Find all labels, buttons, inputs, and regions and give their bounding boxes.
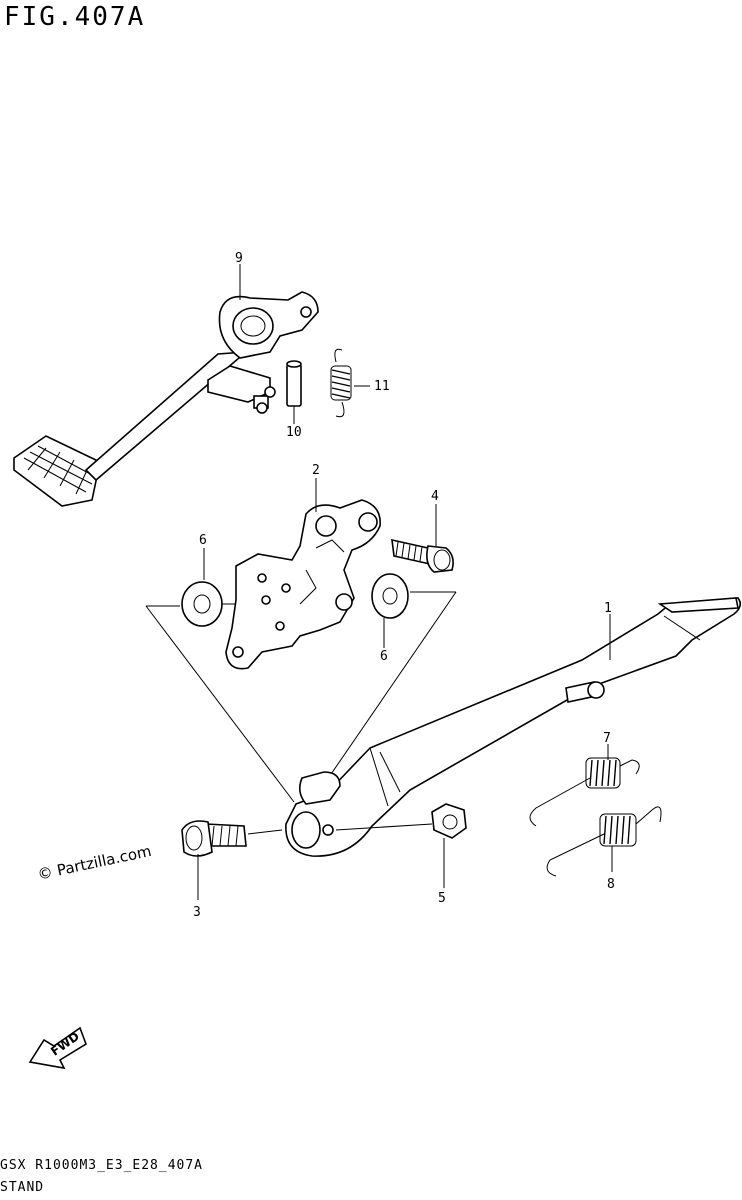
return-spring-small[interactable] — [330, 348, 352, 418]
figure-title: FIG.407A — [4, 2, 146, 32]
callout-6b: 6 — [380, 649, 388, 664]
brake-pedal[interactable] — [13, 291, 319, 507]
pivot-bolt[interactable] — [181, 820, 247, 857]
washer-left[interactable] — [181, 581, 223, 627]
callout-11: 11 — [374, 379, 390, 394]
callout-9: 9 — [235, 251, 243, 266]
pin[interactable] — [286, 360, 302, 407]
diagram-name: STAND — [0, 1180, 45, 1195]
stand-nut[interactable] — [431, 803, 467, 839]
stand-bracket[interactable] — [225, 499, 381, 670]
diagram-code: GSX R1000M3_E3_E28_407A — [0, 1158, 204, 1173]
bracket-bolt[interactable] — [391, 538, 454, 573]
stand-spring-lower[interactable] — [546, 806, 662, 877]
callout-8: 8 — [607, 877, 615, 892]
forward-arrow-icon: FWD — [28, 1026, 87, 1070]
callout-2: 2 — [312, 463, 320, 478]
callout-3: 3 — [193, 905, 201, 920]
stand-spring-upper[interactable] — [529, 757, 640, 827]
callout-4: 4 — [431, 489, 439, 504]
assembly-lines — [145, 591, 457, 803]
callout-10: 10 — [286, 425, 302, 440]
washer-right[interactable] — [335, 573, 409, 619]
side-stand[interactable] — [285, 597, 742, 857]
callout-6a: 6 — [199, 533, 207, 548]
callout-5: 5 — [438, 891, 446, 906]
callout-7: 7 — [603, 731, 611, 746]
callout-1: 1 — [604, 601, 612, 616]
